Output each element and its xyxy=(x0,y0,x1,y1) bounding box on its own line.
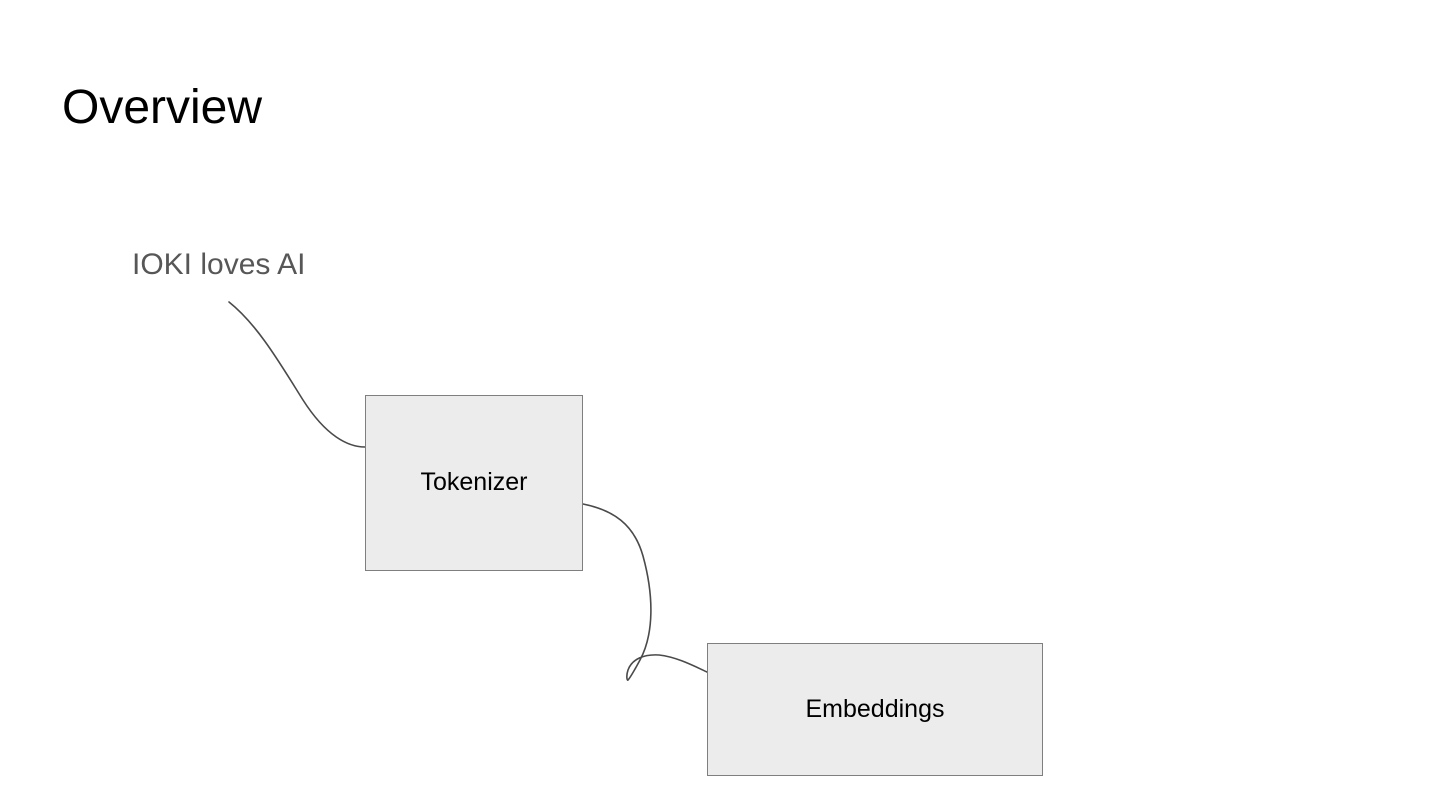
node-tokenizer-label: Tokenizer xyxy=(420,467,528,496)
node-embeddings-label: Embeddings xyxy=(805,695,945,723)
connector-input-to-tokenizer xyxy=(228,301,366,448)
page-title: Overview xyxy=(62,81,263,134)
node-embeddings[interactable]: Embeddings xyxy=(707,643,1043,776)
connector-tokenizer-to-embeddings xyxy=(582,503,708,681)
diagram-input-label: IOKI loves AI xyxy=(132,248,306,281)
node-tokenizer[interactable]: Tokenizer xyxy=(365,395,583,571)
